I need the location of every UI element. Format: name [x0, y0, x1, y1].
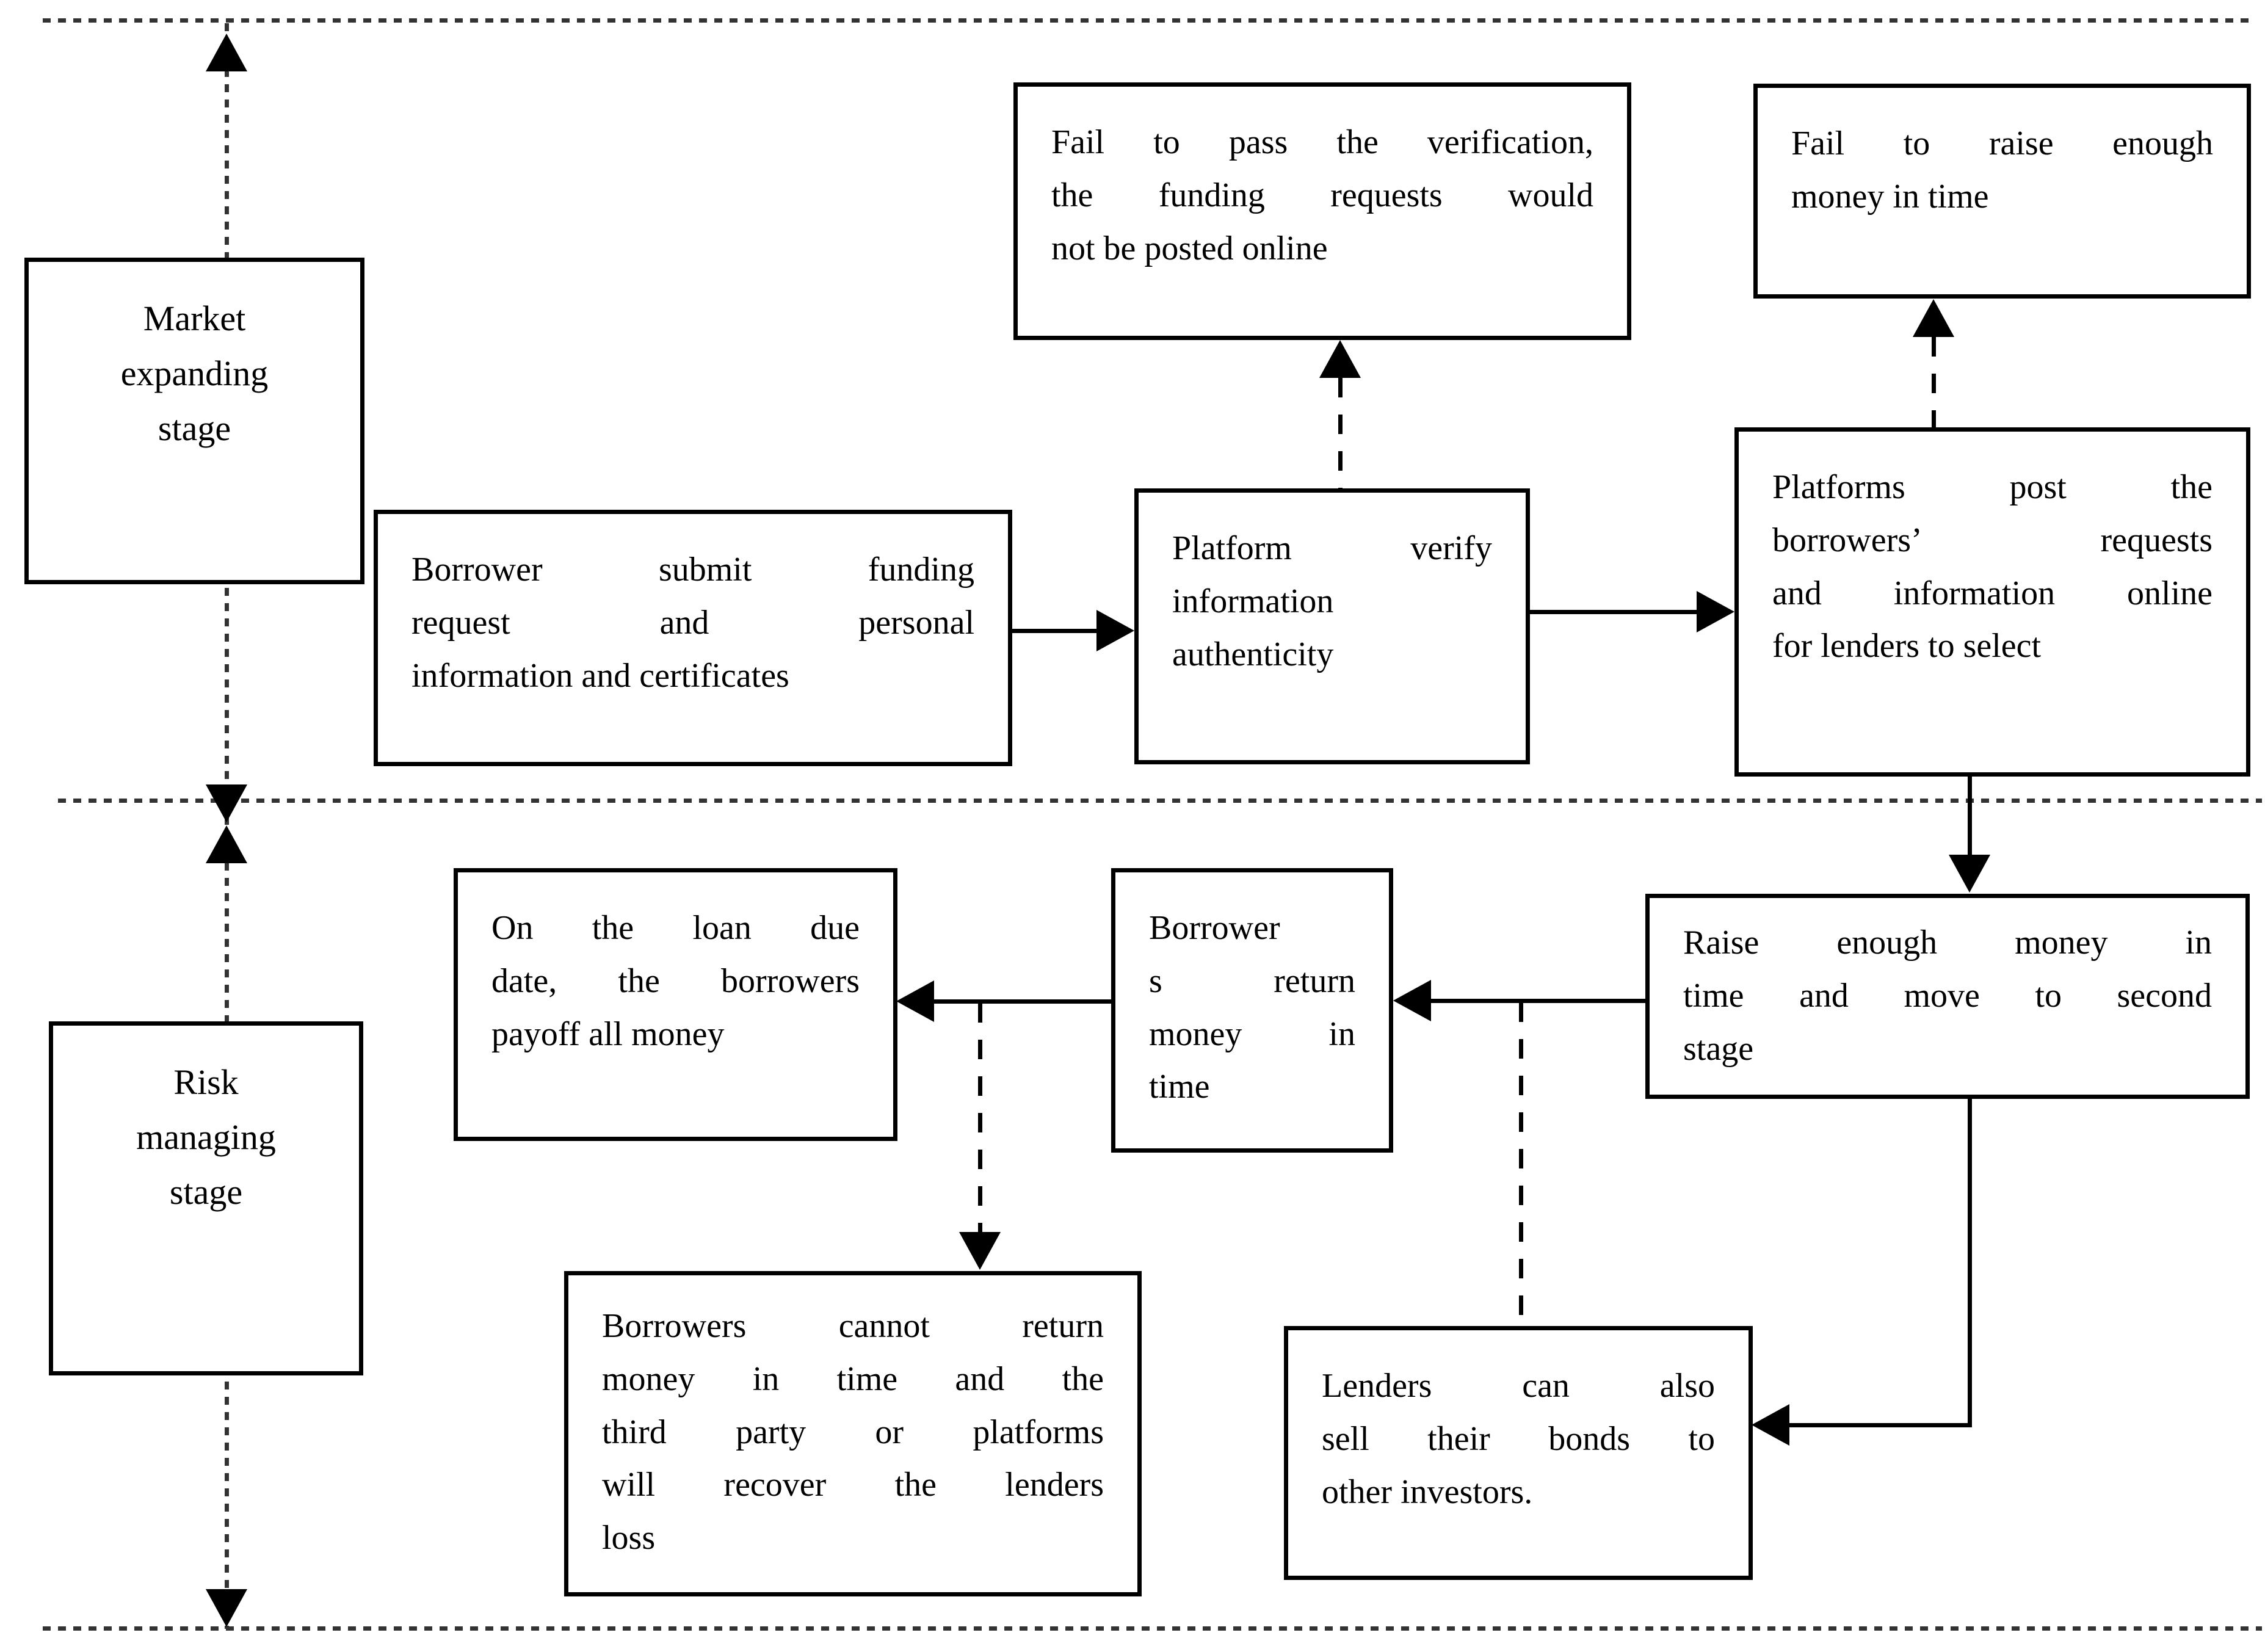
risk-stage-box: Risk managing stage: [49, 1021, 363, 1375]
arrow-raise-to-lenders-horizontal-line: [1789, 1423, 1972, 1427]
stage-axis-bottom-arrowhead: [206, 1589, 247, 1627]
market-stage-box: Market expanding stage: [24, 258, 364, 584]
dashed-arrow-return-to-cannot-arrowhead: [959, 1232, 1001, 1270]
dashed-arrow-return-to-cannot-line: [978, 1003, 982, 1233]
dashed-arrow-post-to-failraise-line: [1932, 337, 1936, 427]
dashed-arrow-verify-to-fail-line: [1338, 378, 1343, 488]
arrow-submit-to-verify-line: [1012, 629, 1097, 633]
risk-stage-label: Risk managing stage: [136, 1062, 276, 1212]
stage-boundary-middle: [58, 799, 2262, 803]
arrow-post-to-raise-line: [1968, 775, 1972, 856]
arrow-post-to-raise-arrowhead: [1949, 855, 1990, 893]
stage-axis-top-arrowhead: [206, 34, 247, 71]
arrow-raise-to-lenders-vertical-line: [1968, 1099, 1972, 1427]
market-stage-label: Market expanding stage: [120, 299, 269, 448]
dashed-arrow-post-to-failraise-arrowhead: [1913, 299, 1954, 337]
arrow-return-to-due-line: [934, 999, 1111, 1004]
stage-axis-middle-up-arrowhead: [206, 825, 247, 863]
dashed-line-raise-to-lenders: [1519, 1002, 1523, 1326]
arrow-raise-to-lenders-arrowhead: [1752, 1404, 1789, 1446]
stage-boundary-top: [43, 18, 2256, 23]
arrow-verify-to-post-arrowhead: [1697, 591, 1734, 632]
arrow-return-to-due-arrowhead: [896, 980, 934, 1022]
arrow-raise-to-return-arrowhead: [1393, 980, 1431, 1021]
stage-boundary-bottom: [43, 1626, 2262, 1631]
node-fail-verification: Fail to pass the verification,the fundin…: [1013, 82, 1631, 340]
stage-axis-middle-down-arrowhead: [206, 784, 247, 822]
arrow-raise-to-return-line: [1431, 999, 1645, 1003]
arrow-submit-to-verify-arrowhead: [1096, 610, 1134, 651]
arrow-verify-to-post-line: [1529, 610, 1697, 614]
dashed-arrow-verify-to-fail-arrowhead: [1319, 340, 1361, 378]
